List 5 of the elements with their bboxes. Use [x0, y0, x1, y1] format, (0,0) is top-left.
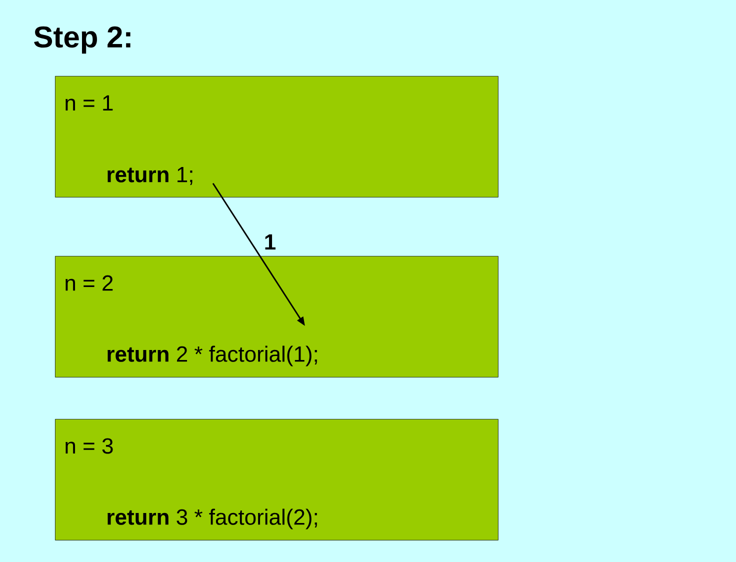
code-box: n = 1 return 1; [55, 76, 498, 198]
code-box: n = 3 return 3 * factorial(2); [55, 419, 498, 540]
edge-label: 1 [265, 234, 276, 250]
title: Step 2: [34, 26, 130, 54]
code-box: n = 2 return 2 * factorial(1); [55, 256, 498, 378]
